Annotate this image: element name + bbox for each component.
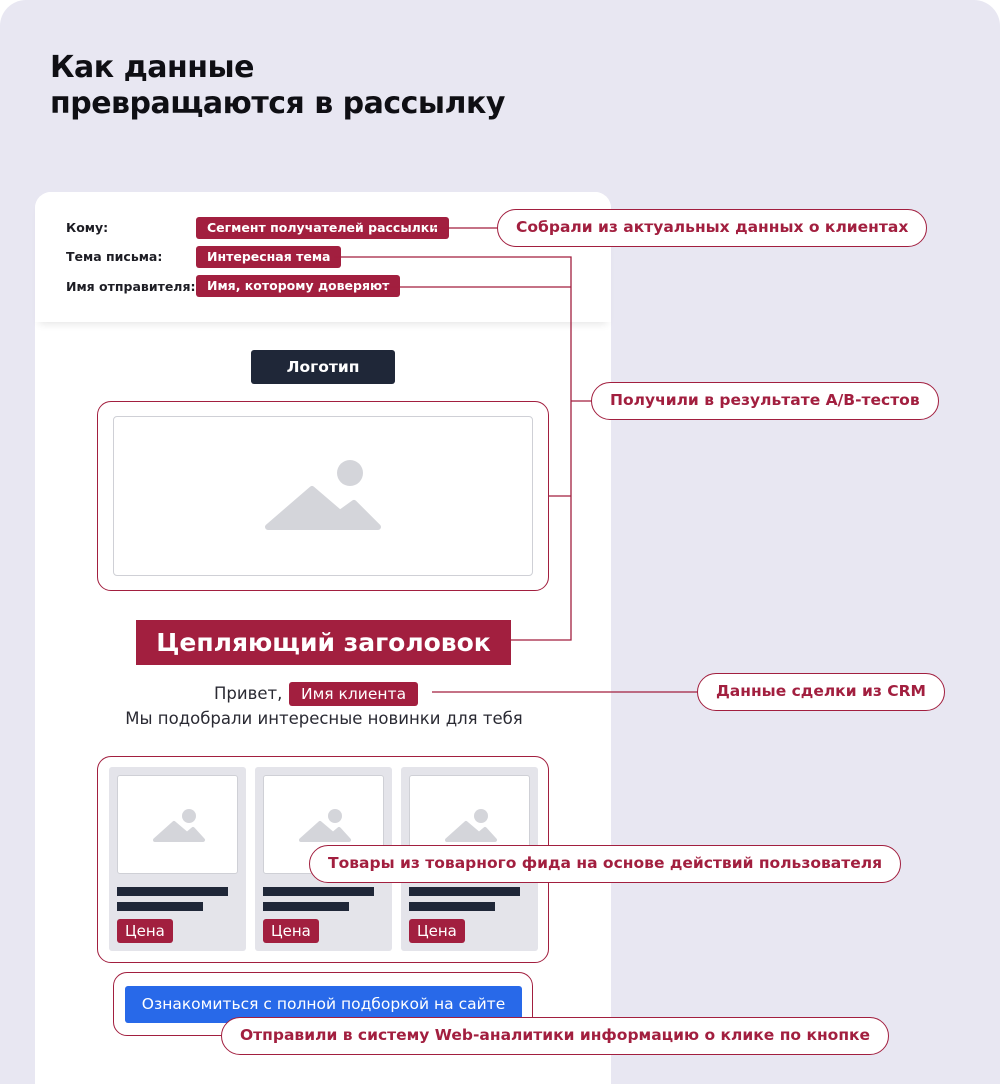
- product-title-bar: [117, 887, 228, 896]
- diagram-title: Как данные превращаются в рассылку: [50, 50, 505, 122]
- headline: Цепляющий заголовок: [136, 620, 511, 665]
- product-subtitle-bar: [263, 902, 349, 911]
- cta-button[interactable]: Ознакомиться с полной подборкой на сайте: [125, 986, 522, 1023]
- greeting-text: Привет,: [214, 684, 283, 703]
- image-placeholder-icon: [265, 460, 381, 530]
- title-line-2: превращаются в рассылку: [50, 86, 505, 121]
- image-placeholder-icon: [153, 809, 205, 842]
- product-title-bar: [409, 887, 520, 896]
- product-price: Цена: [409, 919, 465, 943]
- subline-text: Мы подобрали интересные новинки для тебя: [125, 709, 523, 728]
- callout-feed: Товары из товарного фида на основе дейст…: [309, 845, 902, 883]
- callout-analytics: Отправили в систему Web-аналитики информ…: [221, 1017, 890, 1055]
- image-placeholder-icon: [445, 809, 497, 842]
- hero-image-frame: [97, 401, 549, 591]
- callout-ab-tests: Получили в результате A/B-тестов: [591, 382, 939, 420]
- logo-placeholder: Логотип: [251, 350, 395, 384]
- to-value-tag: Сегмент получателей рассылки: [196, 217, 450, 239]
- product-subtitle-bar: [409, 902, 495, 911]
- sender-label: Имя отправителя:: [66, 279, 196, 294]
- subject-value-tag: Интересная тема: [196, 246, 342, 268]
- image-placeholder-icon: [299, 809, 351, 842]
- callout-crm: Данные сделки из CRM: [697, 673, 945, 711]
- product-subtitle-bar: [117, 902, 203, 911]
- subject-label: Тема письма:: [66, 249, 163, 264]
- title-line-1: Как данные: [50, 50, 254, 85]
- callout-segment: Собрали из актуальных данных о клиентах: [497, 209, 928, 247]
- product-title-bar: [263, 887, 374, 896]
- client-name-tag: Имя клиента: [289, 682, 419, 706]
- to-label: Кому:: [66, 220, 109, 235]
- product-card[interactable]: Цена: [109, 767, 246, 951]
- sender-value-tag: Имя, которому доверяют: [196, 275, 401, 297]
- product-image: [117, 775, 238, 874]
- connector-ab-tests: [334, 256, 572, 641]
- product-price: Цена: [263, 919, 319, 943]
- product-price: Цена: [117, 919, 173, 943]
- hero-image: [113, 416, 533, 576]
